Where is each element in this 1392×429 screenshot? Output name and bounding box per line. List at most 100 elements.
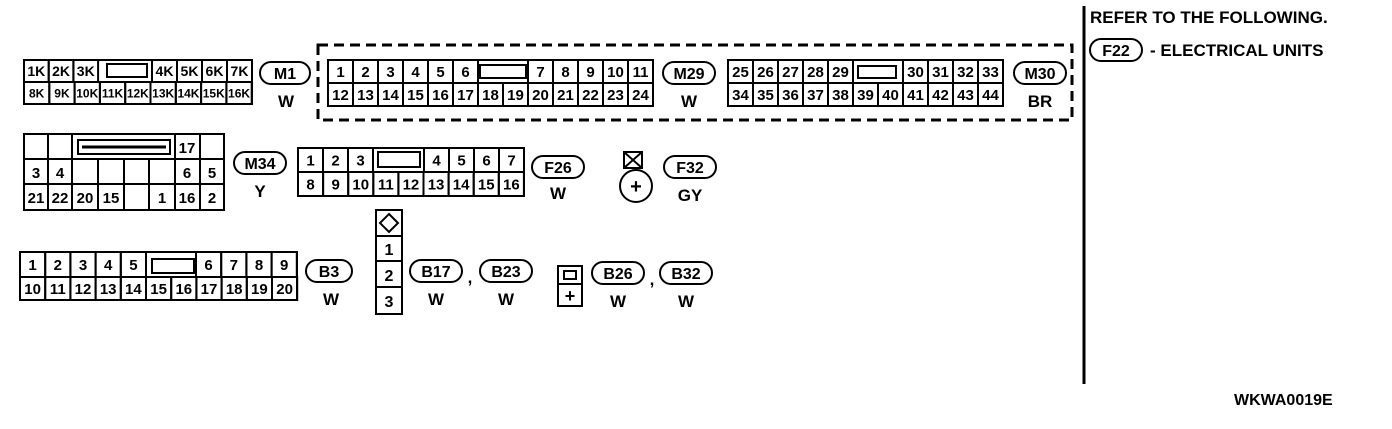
pin-label: 9K <box>54 86 70 100</box>
connector-color: W <box>681 92 698 111</box>
connector-b17-b23-labels: B17 W , B23 W <box>409 259 533 309</box>
pin-label: 3 <box>79 257 87 274</box>
pin-label: 3 <box>385 294 394 311</box>
connector-id-badge <box>531 155 585 179</box>
pin-label: 15 <box>150 281 167 298</box>
connector-id: B3 <box>319 264 340 281</box>
pin-label: 17 <box>179 140 196 157</box>
pin-label: 15K <box>203 86 225 100</box>
pin-label: 5 <box>129 257 137 274</box>
pin-label: 15 <box>478 176 495 193</box>
pin-label: 5 <box>436 64 444 81</box>
connector-m34-label: M34 Y <box>233 151 287 201</box>
latch-icon <box>106 63 148 78</box>
pin-label: 10K <box>76 86 98 100</box>
connector-id-badge <box>259 61 311 85</box>
pin-label: 2 <box>331 152 339 169</box>
connector-b3-label: B3 W <box>305 259 353 309</box>
pin-label: 26 <box>757 64 774 81</box>
pin-label: 7K <box>231 63 249 79</box>
latch-icon <box>479 64 527 79</box>
connector-id: F26 <box>544 160 572 177</box>
pin-label: 2 <box>385 268 394 285</box>
connector-id: M1 <box>274 66 296 83</box>
pin-label: 30 <box>907 64 924 81</box>
pin-label: 23 <box>607 87 624 104</box>
pin-label: 33 <box>982 64 999 81</box>
connector-color: Y <box>254 182 266 201</box>
connector-m1-label: M1 W <box>259 61 311 111</box>
pin-label: 29 <box>832 64 849 81</box>
connector-m34: 17 3 4 6 5 21 22 20 15 1 16 2 <box>23 133 225 211</box>
pin-label: 4K <box>156 63 174 79</box>
connector-id: B23 <box>491 264 520 281</box>
separator: , <box>468 268 473 287</box>
pin-label: 13 <box>100 281 117 298</box>
pin-label: 14 <box>453 176 470 193</box>
pin-label: 25 <box>732 64 749 81</box>
pin-label: 19 <box>507 87 524 104</box>
pin-label: 38 <box>832 87 849 104</box>
pin-label: 16 <box>432 87 449 104</box>
pin-label: 2 <box>361 64 369 81</box>
pin-label: 15 <box>407 87 424 104</box>
connector-color: GY <box>678 186 703 205</box>
connector-id: M29 <box>673 66 704 83</box>
connector-id-badge <box>1089 38 1143 62</box>
pin-label: 11 <box>50 281 66 298</box>
dashed-group-box <box>316 43 1074 122</box>
refer-description: - ELECTRICAL UNITS <box>1150 41 1324 60</box>
connector-b17-b23: 1 2 3 <box>375 209 403 315</box>
pin-label: 1 <box>28 257 36 274</box>
pin-label: 12K <box>127 86 149 100</box>
connector-id: B26 <box>603 266 632 283</box>
pin-label: 5K <box>181 63 199 79</box>
pin-label: 34 <box>732 87 749 104</box>
pin-label: 40 <box>882 87 899 104</box>
connector-b26-b32-labels: B26 W , B32 W <box>591 261 713 311</box>
pin-label: 14K <box>177 86 199 100</box>
connector-id-badge <box>659 261 713 285</box>
pin-label: 9 <box>586 64 594 81</box>
pin-label: 12 <box>332 87 349 104</box>
connector-color: W <box>678 292 695 311</box>
connector-id: M30 <box>1024 66 1055 83</box>
pin-label: 7 <box>230 257 238 274</box>
pin-label: 10 <box>24 281 41 298</box>
pin-label: 21 <box>557 87 574 104</box>
plus-terminal-label: + <box>565 286 576 306</box>
pin-label: 13 <box>357 87 374 104</box>
connector-b26-housing <box>557 265 583 307</box>
pin-label: 17 <box>201 281 218 298</box>
pin-label: 14 <box>125 281 142 298</box>
pin-label: 3 <box>386 64 394 81</box>
latch-icon <box>563 270 577 280</box>
connector-id-badge <box>591 261 645 285</box>
refer-heading: REFER TO THE FOLLOWING. <box>1090 8 1328 27</box>
connector-f32: + <box>619 151 653 203</box>
pin-label: 28 <box>807 64 824 81</box>
connector-id-badge <box>1013 61 1067 85</box>
connector-color: W <box>550 184 567 203</box>
pin-label: 20 <box>276 281 293 298</box>
connector-m30-label: M30 BR <box>1013 61 1067 111</box>
pin-label: 11 <box>378 176 394 193</box>
pin-cell <box>225 81 253 105</box>
pin-label: 32 <box>957 64 974 81</box>
connector-color: W <box>323 290 340 309</box>
connector-color: W <box>498 290 515 309</box>
connector-id-badge <box>662 61 716 85</box>
connector-id-badge <box>663 155 717 179</box>
connector-id-badge <box>305 259 353 283</box>
pin-label: 16 <box>503 176 520 193</box>
pin-label: 4 <box>432 152 441 169</box>
